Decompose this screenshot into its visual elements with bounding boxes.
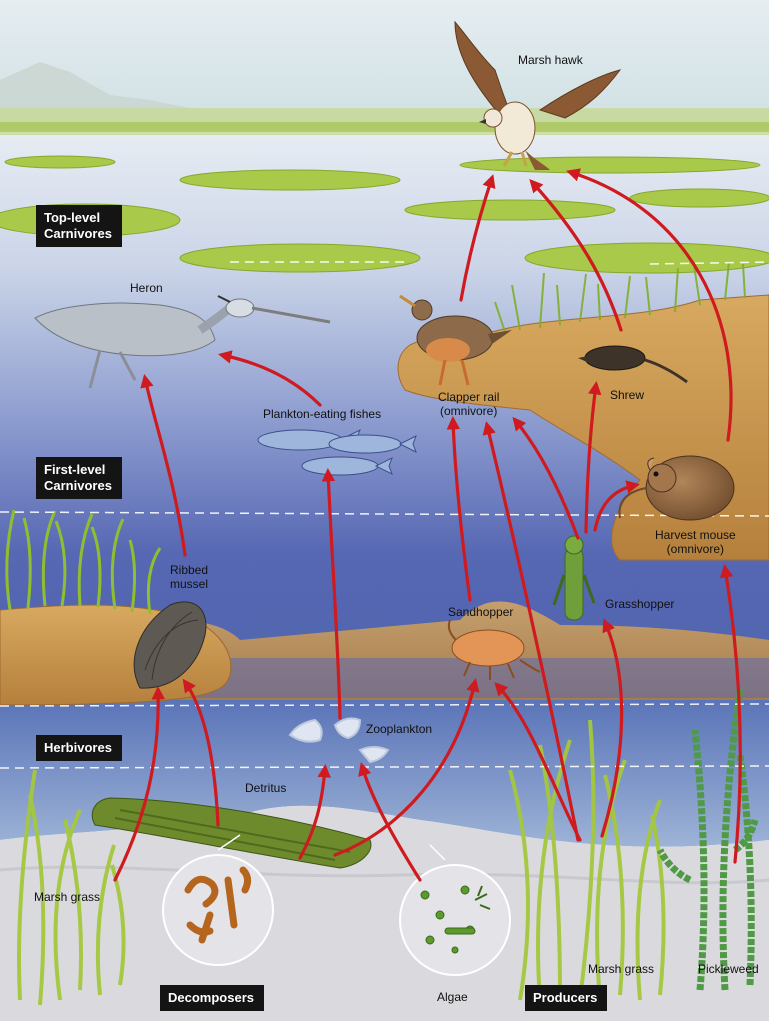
- label-detritus: Detritus: [245, 781, 286, 795]
- label-zooplankton: Zooplankton: [366, 722, 432, 736]
- label-marsh-grass-left: Marsh grass: [34, 890, 100, 904]
- level-herbivores: Herbivores: [36, 735, 122, 761]
- level-producers: Producers: [525, 985, 607, 1011]
- label-plankton-fishes: Plankton-eating fishes: [263, 407, 381, 421]
- level-top-carnivores: Top-level Carnivores: [36, 205, 122, 247]
- label-harvest-mouse: Harvest mouse (omnivore): [655, 528, 736, 556]
- level-first-carnivores: First-level Carnivores: [36, 457, 122, 499]
- label-sandhopper: Sandhopper: [448, 605, 513, 619]
- level-decomposers: Decomposers: [160, 985, 264, 1011]
- label-clapper-rail: Clapper rail (omnivore): [438, 390, 499, 418]
- label-marsh-grass-right: Marsh grass: [588, 962, 654, 976]
- label-marsh-hawk: Marsh hawk: [518, 53, 583, 67]
- label-shrew: Shrew: [610, 388, 644, 402]
- label-algae: Algae: [437, 990, 468, 1004]
- label-heron: Heron: [130, 281, 163, 295]
- label-pickleweed: Pickleweed: [698, 962, 759, 976]
- label-ribbed-mussel: Ribbed mussel: [170, 563, 208, 591]
- label-grasshopper: Grasshopper: [605, 597, 674, 611]
